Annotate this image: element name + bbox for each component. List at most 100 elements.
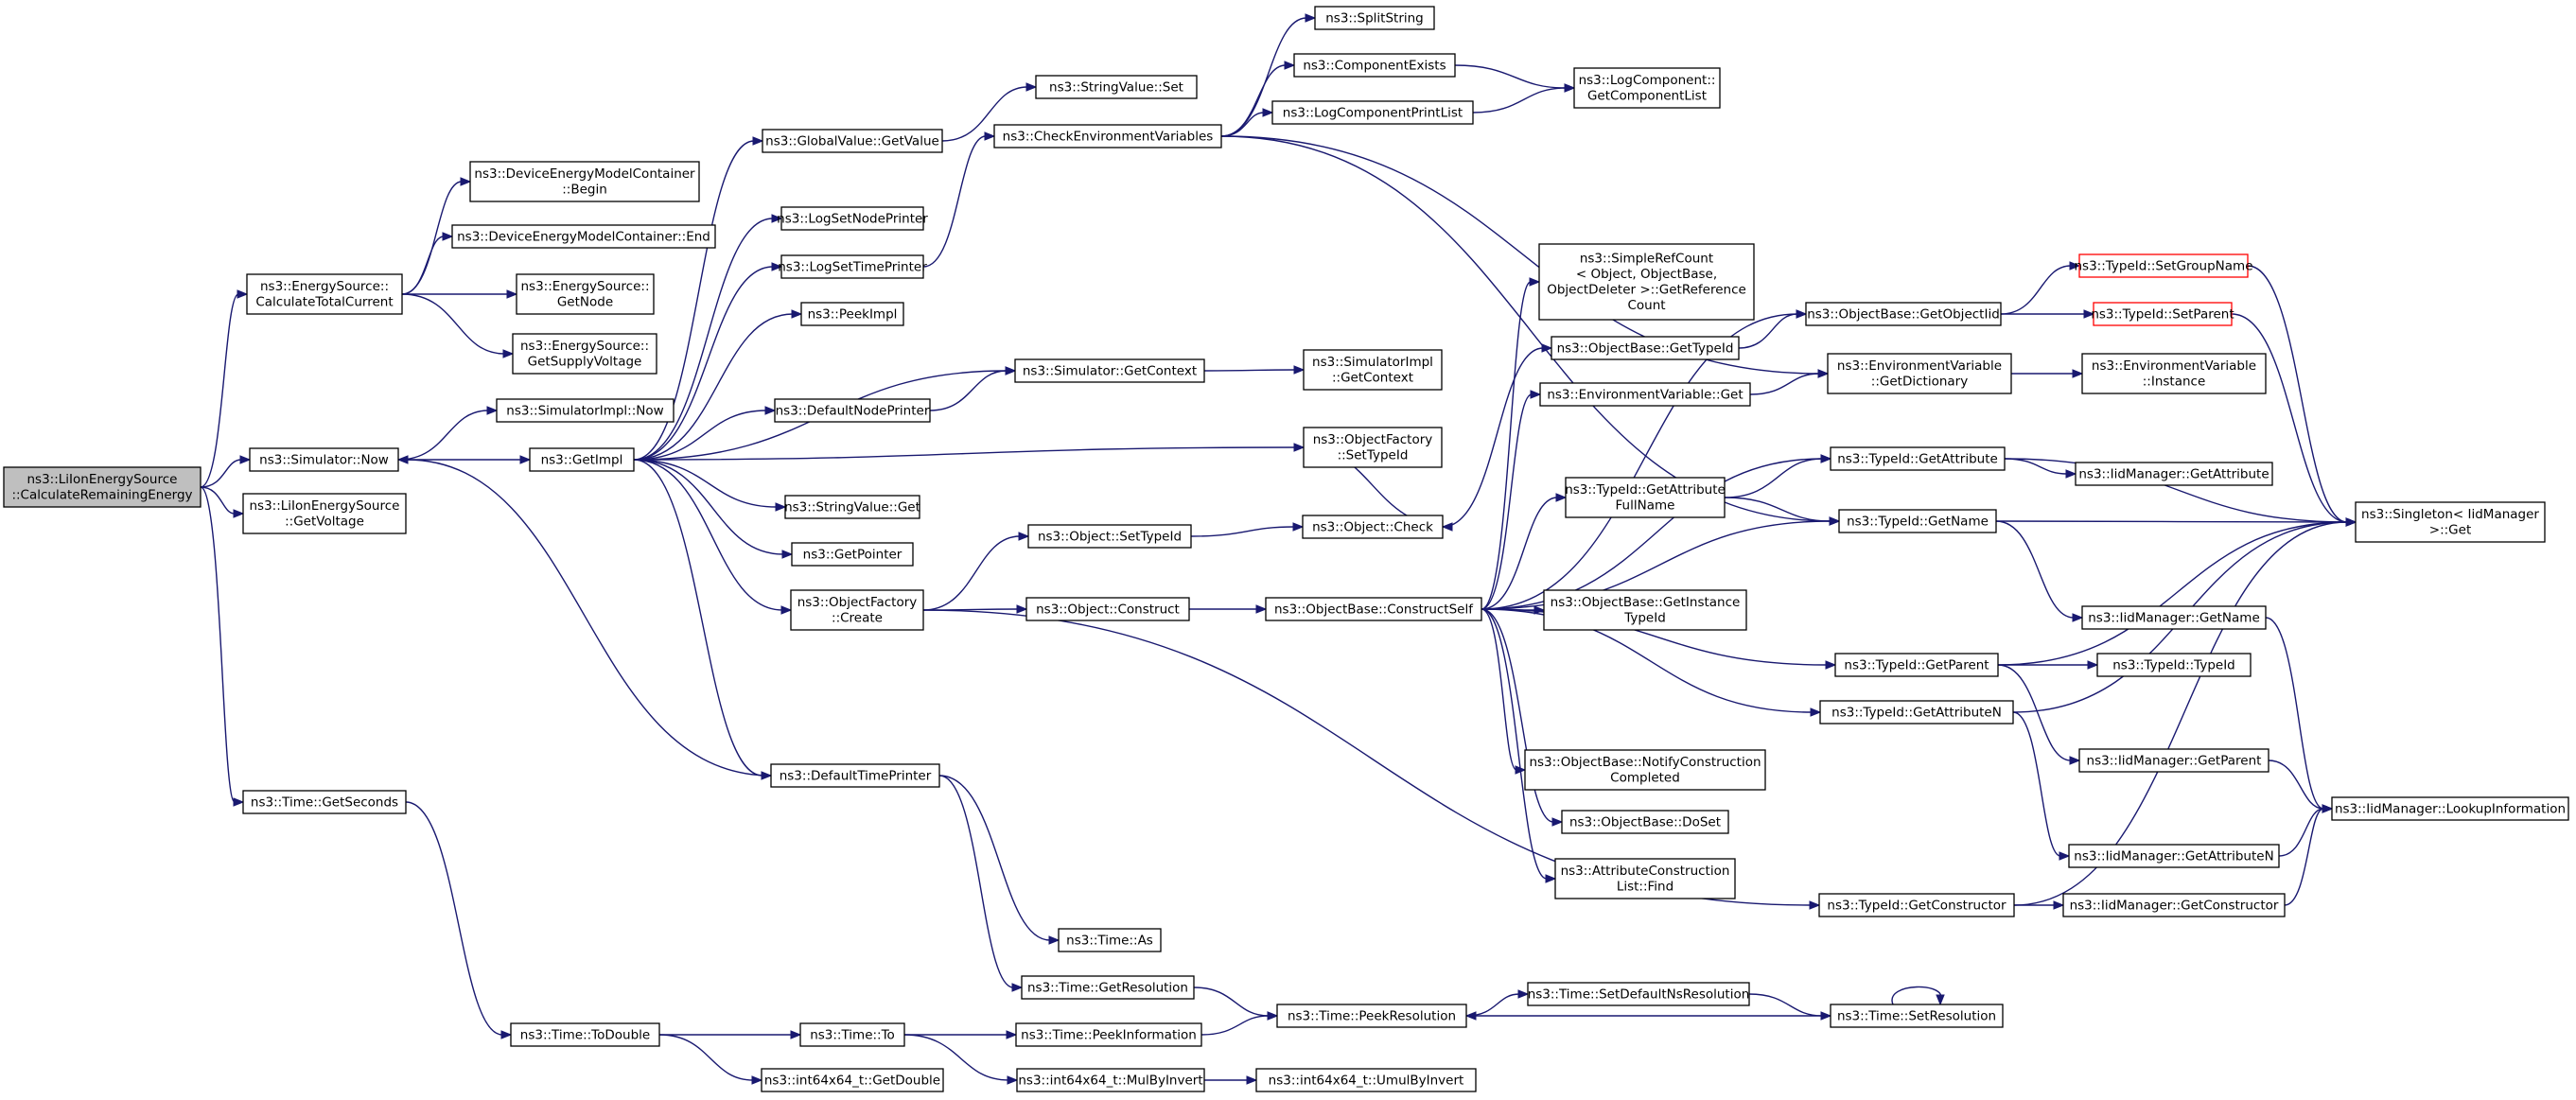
node-obj-construct[interactable]: ns3::Object::Construct — [1025, 597, 1190, 621]
node-box — [1025, 597, 1190, 621]
node-time-getsec[interactable]: ns3::Time::GetSeconds — [242, 790, 407, 814]
node-box — [1827, 353, 2012, 394]
node-time-peekinfo[interactable]: ns3::Time::PeekInformation — [1015, 1022, 1202, 1047]
node-label: ns3::DeviceEnergyModelContainer::End — [457, 229, 710, 244]
node-es-calc[interactable]: ns3::EnergySource::CalculateTotalCurrent — [246, 273, 403, 315]
node-peekimpl[interactable]: ns3::PeekImpl — [800, 302, 904, 326]
node-ob-doset[interactable]: ns3::ObjectBase::DoSet — [1561, 810, 1729, 834]
edge-defnodeprinter-to-sim-getctx — [929, 366, 1017, 411]
node-simimpl-getctx[interactable]: ns3::SimulatorImpl::GetContext — [1303, 349, 1443, 391]
node-getimpl[interactable]: ns3::GetImpl — [529, 447, 635, 472]
node-es-supply[interactable]: ns3::EnergySource::GetSupplyVoltage — [512, 333, 657, 375]
node-iidm-getcons[interactable]: ns3::IidManager::GetConstructor — [2062, 893, 2286, 917]
node-time-peekres[interactable]: ns3::Time::PeekResolution — [1276, 1004, 1467, 1028]
node-int64-getdouble[interactable]: ns3::int64x64_t::GetDouble — [761, 1068, 944, 1092]
node-label: ns3::LiIonEnergySource — [250, 498, 400, 514]
node-tid-getparent[interactable]: ns3::TypeId::GetParent — [1834, 653, 1999, 677]
node-obj-check[interactable]: ns3::Object::Check — [1302, 515, 1444, 539]
edge-objfac-create-to-obj-settid — [922, 532, 1030, 611]
node-time-as[interactable]: ns3::Time::As — [1058, 928, 1162, 952]
node-ob-gettid[interactable]: ns3::ObjectBase::GetTypeId — [1551, 336, 1740, 360]
node-srefcount[interactable]: ns3::SimpleRefCount< Object, ObjectBase,… — [1538, 243, 1755, 321]
node-time-todouble[interactable]: ns3::Time::ToDouble — [510, 1022, 660, 1047]
node-logcomp-getlist[interactable]: ns3::LogComponent::GetComponentList — [1573, 67, 1721, 109]
node-tid-getname[interactable]: ns3::TypeId::GetName — [1838, 509, 1997, 533]
node-tid-getattrn[interactable]: ns3::TypeId::GetAttributeN — [1819, 700, 2014, 725]
node-time-setres[interactable]: ns3::Time::SetResolution — [1830, 1004, 2004, 1028]
node-iidm-getname[interactable]: ns3::IidManager::GetName — [2081, 605, 2267, 630]
node-singleton-get[interactable]: ns3::Singleton< IidManager>::Get — [2355, 501, 2546, 543]
node-label: ::GetDictionary — [1871, 375, 1968, 390]
node-iidm-lookup[interactable]: ns3::IidManager::LookupInformation — [2331, 796, 2569, 821]
node-box — [1805, 302, 2002, 326]
node-gv-getvalue[interactable]: ns3::GlobalValue::GetValue — [762, 129, 943, 153]
edge-tid-getname-to-singleton-get — [1995, 517, 2357, 527]
node-deftimeprinter[interactable]: ns3::DefaultTimePrinter — [770, 763, 940, 788]
node-label: ns3::Time::SetDefaultNsResolution — [1528, 987, 1750, 1002]
node-ob-notify[interactable]: ns3::ObjectBase::NotifyConstructionCompl… — [1524, 749, 1766, 791]
node-box — [2078, 253, 2249, 278]
node-label: ns3::TypeId::GetConstructor — [1827, 898, 2006, 913]
node-obj-settid[interactable]: ns3::Object::SetTypeId — [1027, 524, 1192, 549]
node-box — [2081, 605, 2267, 630]
node-int64-mulbyinv[interactable]: ns3::int64x64_t::MulByInvert — [1016, 1068, 1205, 1092]
node-dem-begin[interactable]: ns3::DeviceEnergyModelContainer::Begin — [469, 161, 700, 202]
node-tid-getcons[interactable]: ns3::TypeId::GetConstructor — [1818, 893, 2015, 917]
node-checkenv[interactable]: ns3::CheckEnvironmentVariables — [993, 124, 1222, 148]
node-label: GetNode — [557, 295, 613, 310]
node-objfac-create[interactable]: ns3::ObjectFactory::Create — [790, 589, 924, 631]
node-strval-set[interactable]: ns3::StringValue::Set — [1035, 75, 1198, 99]
node-box — [246, 273, 403, 315]
edge-tid-getcons-to-singleton-get — [2013, 517, 2357, 906]
node-label: ns3::DefaultNodePrinter — [776, 403, 930, 418]
node-tid-setparent[interactable]: ns3::TypeId::SetParent — [2091, 302, 2234, 326]
edge-time-setres-to-time-peekres — [1464, 1011, 1831, 1021]
node-envvar-inst[interactable]: ns3::EnvironmentVariable::Instance — [2081, 353, 2267, 394]
node-iidm-getattrn[interactable]: ns3::IidManager::GetAttributeN — [2068, 844, 2280, 868]
node-splitstring[interactable]: ns3::SplitString — [1314, 6, 1435, 30]
node-getpointer[interactable]: ns3::GetPointer — [791, 542, 914, 567]
node-label: ns3::SimulatorImpl::Now — [506, 403, 663, 418]
node-ob-constructself[interactable]: ns3::ObjectBase::ConstructSelf — [1265, 597, 1482, 621]
node-int64-umulbyinv[interactable]: ns3::int64x64_t::UmulByInvert — [1255, 1068, 1477, 1092]
node-time-setdefres[interactable]: ns3::Time::SetDefaultNsResolution — [1527, 982, 1750, 1006]
node-box — [762, 129, 943, 153]
edge-envvar-get-to-envvar-getdict — [1749, 369, 1830, 395]
node-envvar-get[interactable]: ns3::EnvironmentVariable::Get — [1539, 382, 1751, 407]
node-compexists[interactable]: ns3::ComponentExists — [1293, 53, 1456, 78]
node-label: ns3::IidManager::GetAttribute — [2078, 466, 2269, 481]
node-objfac-settid[interactable]: ns3::ObjectFactory::SetTypeId — [1303, 427, 1443, 468]
node-label: ns3::Simulator::GetContext — [1023, 363, 1197, 378]
edge-getimpl-to-getpointer — [633, 459, 794, 559]
node-envvar-getdict[interactable]: ns3::EnvironmentVariable::GetDictionary — [1827, 353, 2012, 394]
node-logcompprint[interactable]: ns3::LogComponentPrintList — [1271, 100, 1474, 125]
node-tid-getattr[interactable]: ns3::TypeId::GetAttribute — [1830, 446, 2006, 471]
node-ob-getobjtid[interactable]: ns3::ObjectBase::GetObjectIid — [1805, 302, 2002, 326]
node-defnodeprinter[interactable]: ns3::DefaultNodePrinter — [774, 398, 931, 423]
node-label: ns3::IidManager::LookupInformation — [2335, 801, 2566, 816]
node-time-getres[interactable]: ns3::Time::GetResolution — [1021, 975, 1195, 1000]
node-liion-volt[interactable]: ns3::LiIonEnergySource::GetVoltage — [242, 493, 407, 534]
node-strval-get[interactable]: ns3::StringValue::Get — [784, 495, 920, 519]
node-tid-setgroup[interactable]: ns3::TypeId::SetGroupName — [2074, 253, 2253, 278]
node-dem-end[interactable]: ns3::DeviceEnergyModelContainer::End — [451, 224, 716, 249]
node-time-to[interactable]: ns3::Time::To — [799, 1022, 905, 1047]
node-sim-now[interactable]: ns3::Simulator::Now — [249, 447, 399, 472]
node-label: ::SetTypeId — [1338, 448, 1409, 463]
node-iidm-getparent[interactable]: ns3::IidManager::GetParent — [2078, 748, 2269, 773]
node-label: ns3::EnvironmentVariable — [1837, 358, 2002, 374]
node-iidm-getattr[interactable]: ns3::IidManager::GetAttribute — [2075, 462, 2273, 486]
node-root[interactable]: ns3::LiIonEnergySource::CalculateRemaini… — [3, 466, 202, 508]
node-es-node[interactable]: ns3::EnergySource::GetNode — [516, 273, 655, 315]
node-simimpl-now[interactable]: ns3::SimulatorImpl::Now — [496, 398, 675, 423]
node-box — [1058, 928, 1162, 952]
node-label: TypeId — [1623, 611, 1666, 626]
node-logsetnode[interactable]: ns3::LogSetNodePrinter — [777, 206, 928, 231]
node-logsettime[interactable]: ns3::LogSetTimePrinter — [778, 254, 927, 279]
node-sim-getctx[interactable]: ns3::Simulator::GetContext — [1014, 358, 1205, 383]
node-tid-typeid[interactable]: ns3::TypeId::TypeId — [2096, 653, 2252, 677]
